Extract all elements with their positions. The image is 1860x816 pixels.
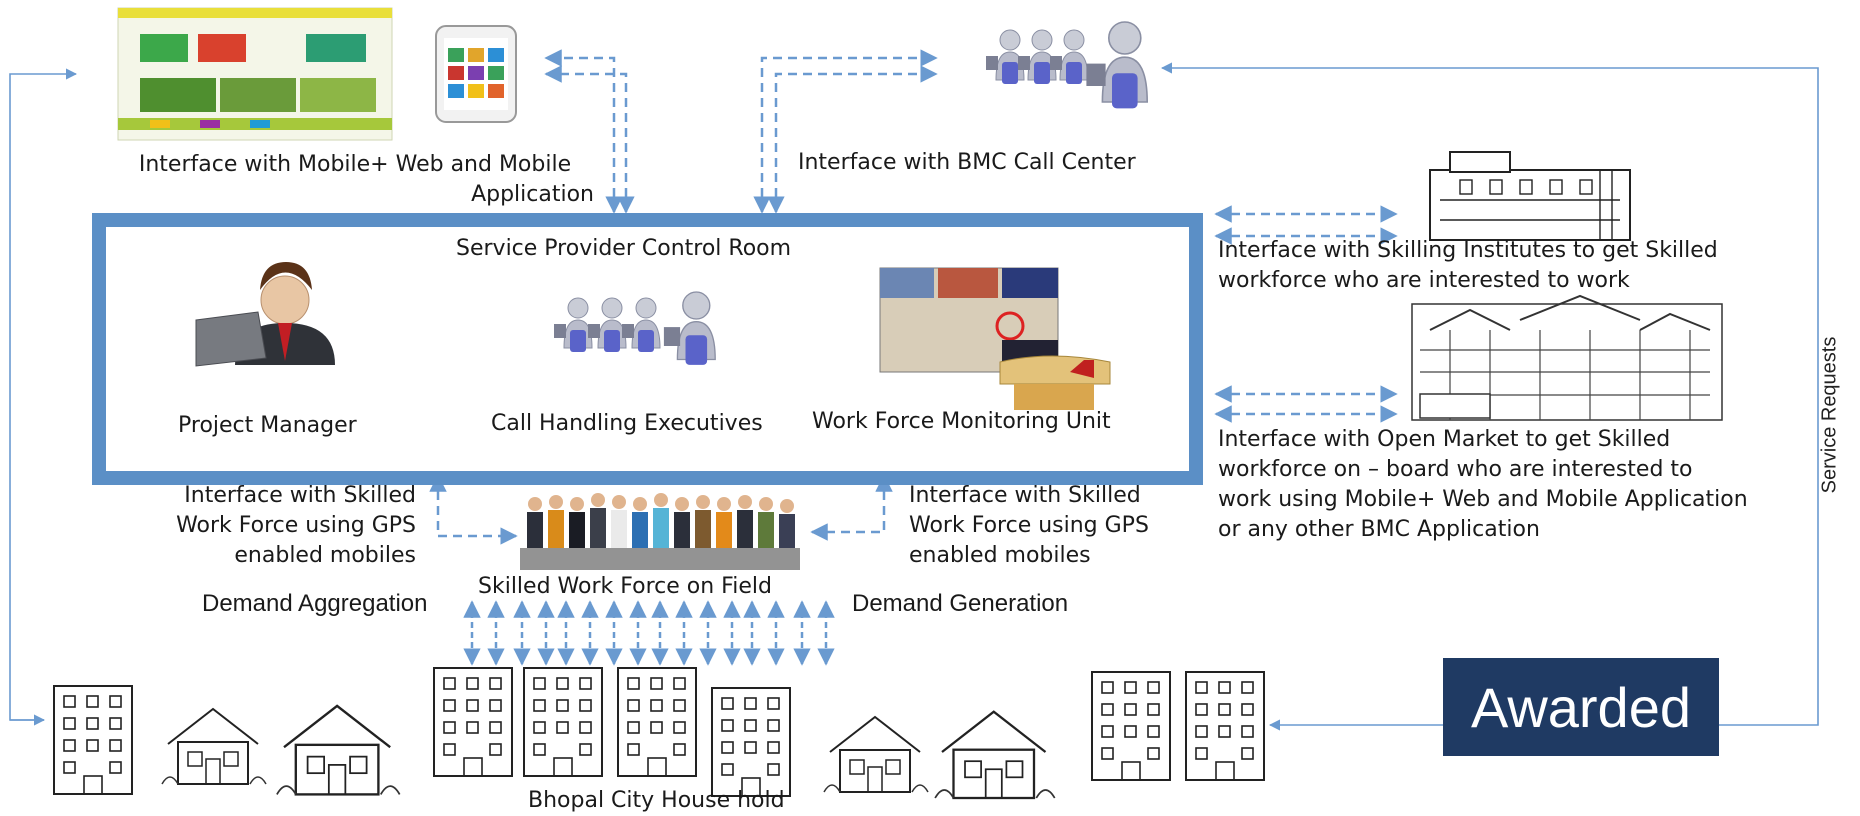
call-center-icon xyxy=(985,21,1148,110)
demand-generation-label: Demand Generation xyxy=(852,590,1069,617)
monitoring-room-icon xyxy=(879,267,1111,410)
institute-building-icon xyxy=(1429,151,1631,241)
open-market-label-line2: workforce on – board who are interested … xyxy=(1218,457,1693,482)
gps-left-label: Interface with Skilled Work Force using … xyxy=(140,481,416,571)
control-room-frame xyxy=(92,213,1203,485)
bmc-call-center-label: Interface with BMC Call Center xyxy=(798,150,1136,175)
gps-left-label-line3: enabled mobiles xyxy=(234,543,416,568)
mobile-phone-icon xyxy=(435,25,517,123)
skilling-label: Interface with Skilling Institutes to ge… xyxy=(1218,236,1718,296)
service-requests-text: Service Requests xyxy=(1818,336,1841,494)
demand-aggregation-label: Demand Aggregation xyxy=(202,590,428,617)
gps-right-label: Interface with Skilled Work Force using … xyxy=(909,481,1149,571)
skilling-label-line2: workforce who are interested to work xyxy=(1218,268,1630,293)
mobile-web-label-line2: Application xyxy=(471,182,594,207)
households-icon xyxy=(53,667,1265,800)
open-market-label-line4: or any other BMC Application xyxy=(1218,517,1540,542)
monitoring-unit-label: Work Force Monitoring Unit xyxy=(812,409,1111,434)
service-loop-lines xyxy=(9,62,1819,731)
gps-right-label-line3: enabled mobiles xyxy=(909,543,1091,568)
market-building-icon xyxy=(1411,294,1723,421)
manager-icon xyxy=(195,262,335,367)
awarded-badge: Awarded xyxy=(1443,658,1719,756)
skilled-field-label: Skilled Work Force on Field xyxy=(478,574,772,599)
gps-right-label-line1: Interface with Skilled xyxy=(909,483,1141,508)
workforce-group-icon xyxy=(520,493,800,570)
household-label: Bhopal City House hold xyxy=(528,788,785,813)
service-requests-label: Service Requests xyxy=(1810,330,1850,500)
call-handling-label: Call Handling Executives xyxy=(491,411,763,436)
mobile-web-label: Interface with Mobile+ Web and Mobile Ap… xyxy=(110,150,600,210)
website-screenshot-icon xyxy=(117,7,393,141)
mobile-web-label-line1: Interface with Mobile+ Web and Mobile xyxy=(138,152,572,177)
control-room-title: Service Provider Control Room xyxy=(456,236,792,261)
field-household-arrows xyxy=(463,600,835,666)
project-manager-label: Project Manager xyxy=(178,413,357,438)
gps-left-label-line2: Work Force using GPS xyxy=(176,513,416,538)
open-market-label: Interface with Open Market to get Skille… xyxy=(1218,425,1748,545)
dashed-arrows xyxy=(429,49,1398,545)
skilling-label-line1: Interface with Skilling Institutes to ge… xyxy=(1218,238,1718,263)
open-market-label-line1: Interface with Open Market to get Skille… xyxy=(1218,427,1671,452)
gps-left-label-line1: Interface with Skilled xyxy=(184,483,416,508)
open-market-label-line3: work using Mobile+ Web and Mobile Applic… xyxy=(1218,487,1748,512)
gps-right-label-line2: Work Force using GPS xyxy=(909,513,1149,538)
